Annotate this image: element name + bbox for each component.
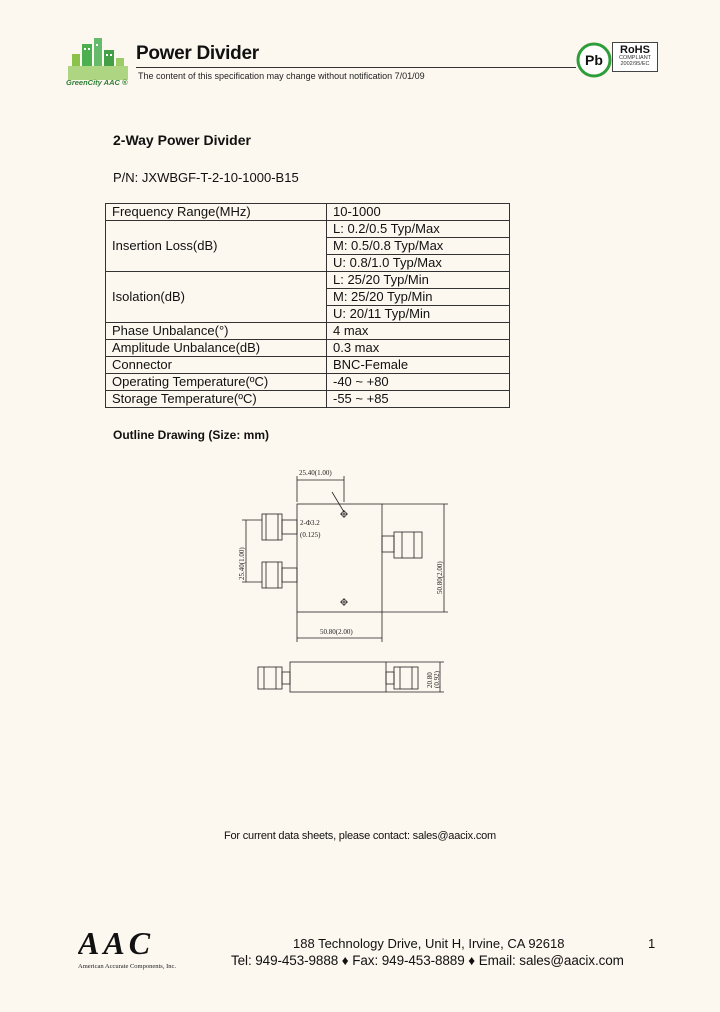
outline-drawing: 25.40(1.00) 2-Φ3.2 (0.125) 25.40(1.00) 5… — [238, 469, 448, 693]
separator-icon: ♦ — [468, 953, 476, 968]
greencity-logo-text: GreenCity AAC ® — [66, 78, 128, 87]
telephone: Tel: 949-453-9888 — [231, 953, 339, 968]
spec-value: 10-1000 — [326, 203, 510, 221]
outline-heading: Outline Drawing (Size: mm) — [113, 428, 270, 442]
spec-row: M: 25/20 Typ/Min — [106, 288, 510, 306]
dim-depth: 20.80 — [426, 672, 434, 688]
aac-logo: AAC — [78, 928, 154, 958]
spec-row: Insertion Loss(dB) L: 0.2/0.5 Typ/Max — [105, 220, 510, 272]
fax: Fax: 949-453-8889 — [352, 953, 465, 968]
title-divider — [136, 67, 576, 68]
change-notice: The content of this specification may ch… — [138, 71, 425, 81]
spec-param: Isolation(dB) — [105, 271, 327, 323]
spec-row: Amplitude Unbalance(dB) 0.3 max — [105, 339, 510, 357]
datasheet-contact: For current data sheets, please contact:… — [223, 830, 497, 842]
spec-value: 4 max — [326, 322, 510, 340]
spec-param: Storage Temperature(ºC) — [105, 390, 327, 408]
spec-row: Operating Temperature(ºC) -40 ~ +80 — [105, 373, 510, 391]
output-connector-icon — [393, 531, 423, 559]
output-connector-icon — [261, 561, 283, 589]
dim-port-spacing: 25.40(1.00) — [238, 547, 246, 580]
rohs-directive: 2002/95/EC — [620, 60, 650, 67]
lead-free-pb-icon: Pb — [576, 42, 612, 78]
spec-param: Amplitude Unbalance(dB) — [105, 339, 327, 357]
dim-hole: 2-Φ3.2 — [300, 519, 320, 527]
input-connector-icon — [261, 513, 283, 541]
dim-top-offset: 25.40(1.00) — [299, 469, 332, 477]
spec-param: Insertion Loss(dB) — [105, 220, 327, 272]
contact-row: Tel: 949-453-9888 ♦ Fax: 949-453-8889 ♦ … — [231, 953, 624, 968]
spec-row: U: 0.8/1.0 Typ/Max — [106, 254, 510, 272]
side-view-body — [289, 661, 387, 693]
spec-row: U: 20/11 Typ/Min — [106, 305, 510, 323]
spec-param: Operating Temperature(ºC) — [105, 373, 327, 391]
spec-value: M: 0.5/0.8 Typ/Max — [326, 237, 510, 255]
spec-value: 0.3 max — [326, 339, 510, 357]
dim-height: 50.80(2.00) — [436, 561, 444, 594]
spec-param: Phase Unbalance(°) — [105, 322, 327, 340]
spec-table: Frequency Range(MHz) 10-1000 Insertion L… — [105, 203, 510, 408]
rohs-badge: RoHS COMPLIANT 2002/95/EC — [612, 42, 658, 72]
rohs-title: RoHS — [620, 44, 650, 56]
spec-value: U: 20/11 Typ/Min — [326, 305, 510, 323]
company-name: American Accurate Components, Inc. — [78, 963, 177, 970]
email: Email: sales@aacix.com — [478, 953, 624, 968]
spec-value: L: 25/20 Typ/Min — [326, 271, 510, 289]
spec-row: M: 0.5/0.8 Typ/Max — [106, 237, 510, 255]
spec-row: Phase Unbalance(°) 4 max — [105, 322, 510, 340]
dim-depth-inch: (0.92) — [433, 670, 441, 688]
spec-row: Isolation(dB) L: 25/20 Typ/Min — [105, 271, 510, 323]
part-number: P/N: JXWBGF-T-2-10-1000-B15 — [113, 170, 299, 185]
company-address: 188 Technology Drive, Unit H, Irvine, CA… — [293, 936, 565, 951]
page-number: 1 — [648, 936, 656, 951]
separator-icon: ♦ — [341, 953, 349, 968]
spec-row: Frequency Range(MHz) 10-1000 — [105, 203, 510, 221]
spec-value: -55 ~ +85 — [326, 390, 510, 408]
spec-param: Frequency Range(MHz) — [105, 203, 327, 221]
spec-value: M: 25/20 Typ/Min — [326, 288, 510, 306]
spec-row: Storage Temperature(ºC) -55 ~ +85 — [105, 390, 510, 408]
dim-width: 50.80(2.00) — [320, 628, 353, 636]
product-heading: 2-Way Power Divider — [113, 132, 251, 148]
pb-label: Pb — [585, 52, 603, 68]
spec-value: BNC-Female — [326, 356, 510, 374]
spec-value: U: 0.8/1.0 Typ/Max — [326, 254, 510, 272]
rohs-compliant: COMPLIANT — [618, 55, 652, 61]
aac-logo-text: AAC — [78, 928, 154, 958]
spec-value: L: 0.2/0.5 Typ/Max — [326, 220, 510, 238]
greencity-logo — [68, 38, 128, 80]
page-title: Power Divider — [136, 43, 259, 64]
spec-value: -40 ~ +80 — [326, 373, 510, 391]
spec-row: Connector BNC-Female — [105, 356, 510, 374]
spec-param: Connector — [105, 356, 327, 374]
dim-hole-inch: (0.125) — [300, 531, 321, 539]
